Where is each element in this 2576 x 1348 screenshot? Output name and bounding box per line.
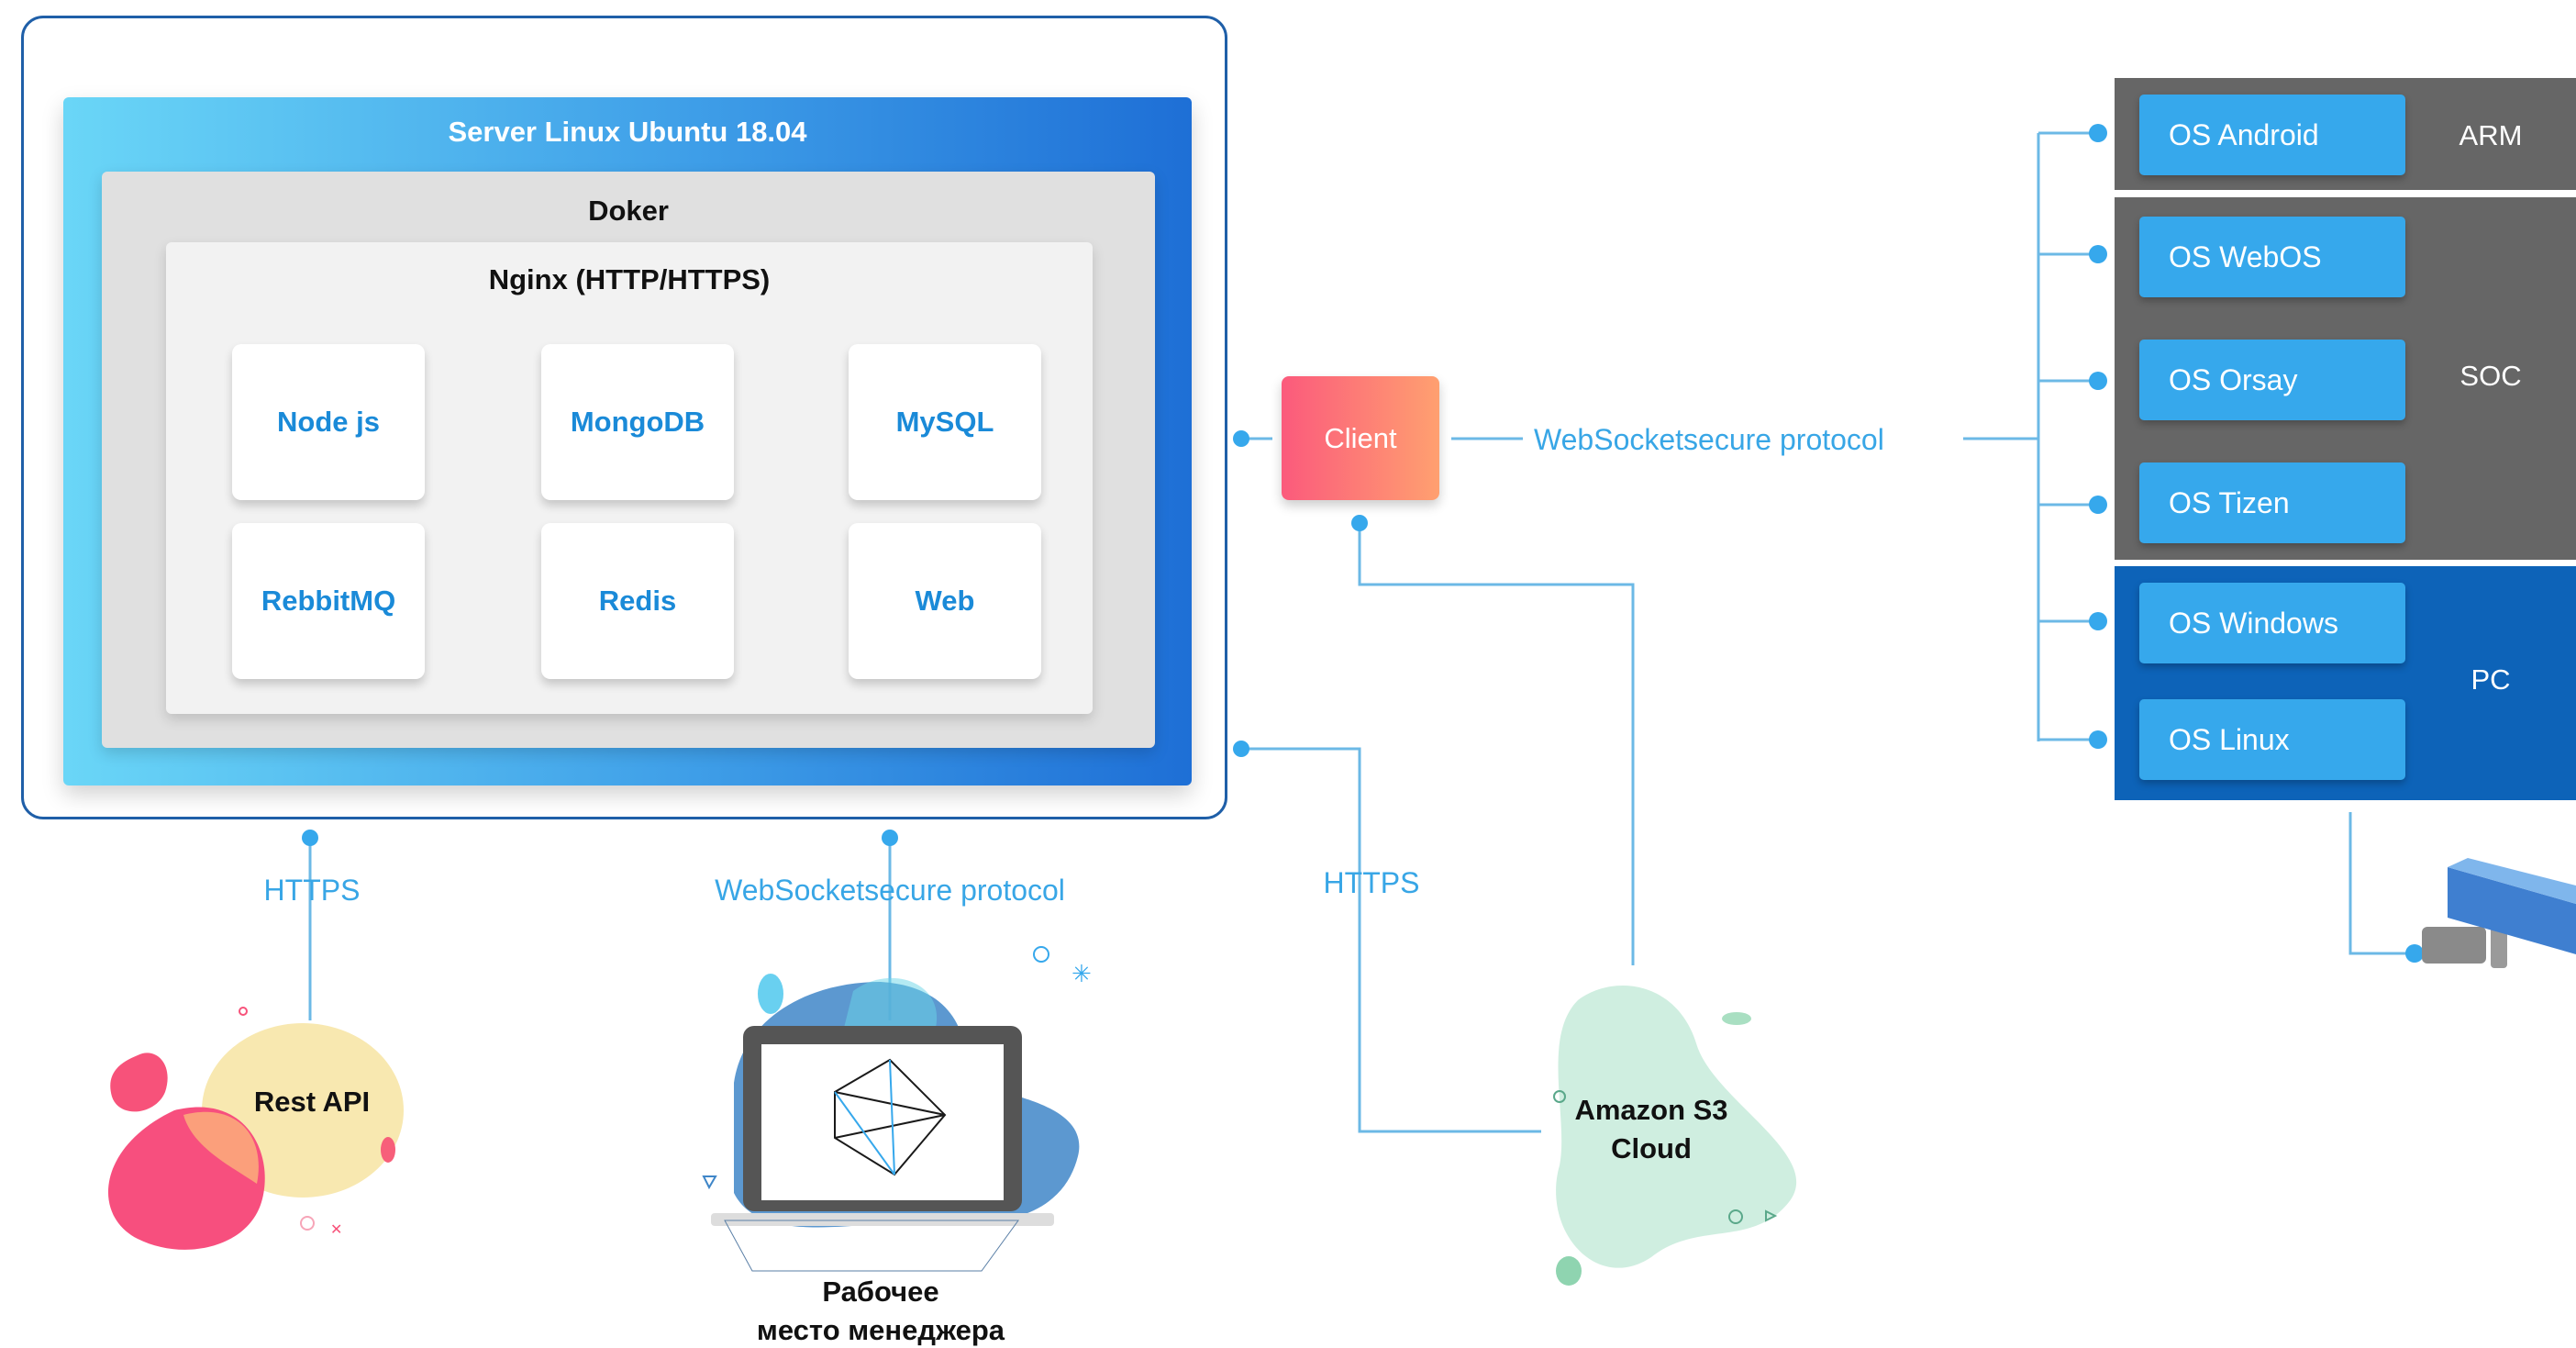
camera-icon xyxy=(2422,858,2576,968)
os-tizen: OS Tizen xyxy=(2139,462,2405,543)
nginx-title: Nginx (HTTP/HTTPS) xyxy=(488,263,771,295)
service-nodejs: Node js xyxy=(232,344,425,500)
service-redis: Redis xyxy=(541,523,734,679)
cloud-https-label: HTTPS xyxy=(1323,866,1420,899)
rest-api-illustration: ✕ xyxy=(107,1007,404,1250)
group-label-soc: SOC xyxy=(2459,360,2522,392)
cloud-illustration xyxy=(1553,986,1797,1286)
rest-api-label: Rest API xyxy=(253,1086,371,1118)
server-cloud-line xyxy=(1243,747,1541,1133)
manager-protocol-label: WebSocketsecure protocol xyxy=(715,874,1065,907)
manager-laptop-illustration: ✳ xyxy=(702,946,1092,1272)
client-devices-protocol-label: WebSocketsecure protocol xyxy=(1534,423,1884,456)
rest-https-label: HTTPS xyxy=(263,874,361,907)
service-web: Web xyxy=(849,523,1041,679)
service-mongodb: MongoDB xyxy=(541,344,734,500)
pc-camera-line xyxy=(2348,812,2413,955)
os-android: OS Android xyxy=(2139,95,2405,175)
client-node: Client xyxy=(1282,376,1439,500)
manager-label-line2: место менеджера xyxy=(756,1314,1005,1346)
manager-label-line1: Рабочее xyxy=(822,1276,939,1308)
server-title: Server Linux Ubuntu 18.04 xyxy=(448,116,807,148)
cloud-label-line2: Cloud xyxy=(1611,1132,1692,1164)
svg-text:✕: ✕ xyxy=(330,1222,342,1238)
cloud-label-line1: Amazon S3 xyxy=(1574,1094,1728,1126)
service-mysql: MySQL xyxy=(849,344,1041,500)
os-linux: OS Linux xyxy=(2139,699,2405,780)
client-cloud-line xyxy=(1358,523,1635,965)
os-webos: OS WebOS xyxy=(2139,217,2405,297)
docker-title: Doker xyxy=(588,195,669,227)
service-rabbitmq: RebbitMQ xyxy=(232,523,425,679)
os-orsay: OS Orsay xyxy=(2139,340,2405,420)
server-outer-frame xyxy=(21,16,1227,819)
svg-text:✳: ✳ xyxy=(1071,960,1092,987)
group-label-arm: ARM xyxy=(2459,119,2523,151)
group-label-pc: PC xyxy=(2471,663,2511,696)
os-windows: OS Windows xyxy=(2139,583,2405,663)
